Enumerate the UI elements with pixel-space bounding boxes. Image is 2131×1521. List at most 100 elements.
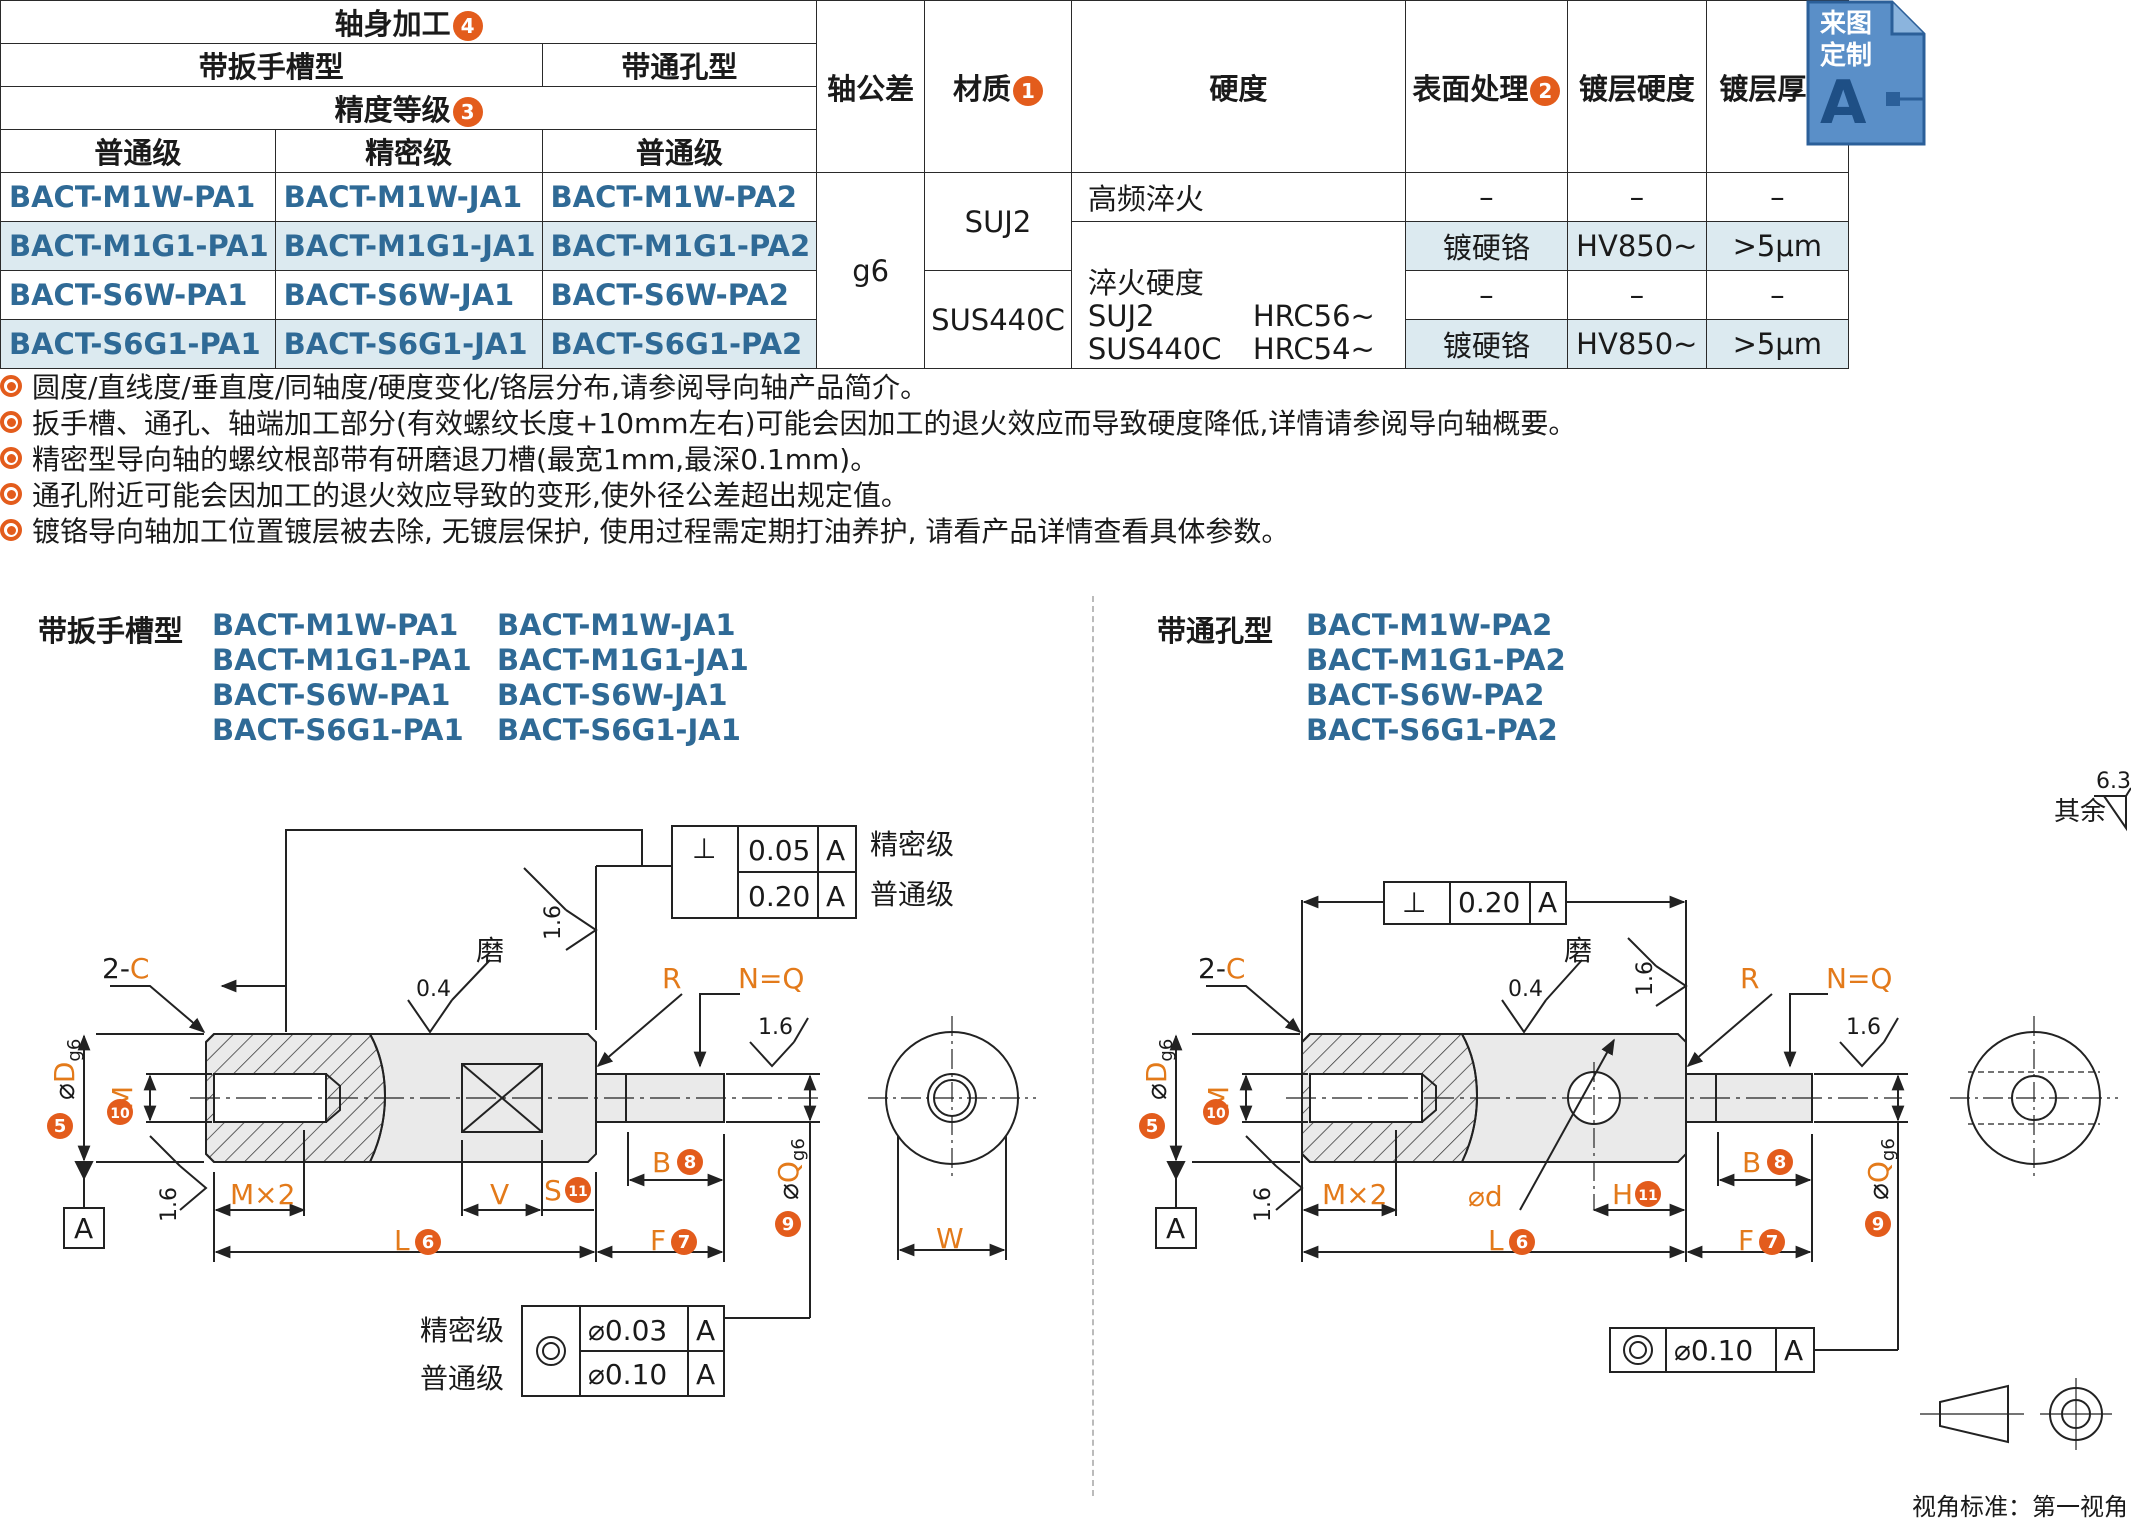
surface-cell: – (1404, 172, 1568, 222)
note-item: 精密型导向轴的螺纹根部带有研磨退刀槽(最宽1mm,最深0.1mm)。 (0, 438, 878, 478)
badge-8-left: 8 (677, 1149, 703, 1175)
left-shaft-drawing (63, 825, 1036, 1397)
svg-text:7: 7 (1766, 1232, 1779, 1253)
grade-precise-label-2: 精密级 (420, 1314, 504, 1347)
svg-text:10: 10 (1206, 1106, 1226, 1122)
custom-order-letter: A (1820, 68, 1867, 138)
rough-16-right: 1.6 (1846, 1015, 1881, 1040)
svg-text:6: 6 (1516, 1232, 1529, 1253)
badge-5-right: 5 (1139, 1113, 1165, 1139)
perp-value-normal: 0.20 (748, 880, 810, 913)
b-label-left: B (652, 1146, 671, 1179)
list-item: BACT-S6G1-PA2 (1306, 713, 1558, 747)
list-item: BACT-S6W-PA1 (212, 678, 451, 712)
bullet-icon (0, 483, 22, 505)
note-item: 扳手槽、通孔、轴端加工部分(有效螺纹长度+10mm左右)可能会因加工的退火效应而… (0, 402, 1576, 442)
d-dim-label-right: ⌀Dg6 (1140, 1039, 1177, 1100)
datum-ref: A (1784, 1334, 1803, 1367)
bullet-icon (0, 519, 22, 541)
wrench-list-col2: BACT-M1W-JA1 BACT-M1G1-JA1 BACT-S6W-JA1 … (497, 608, 749, 748)
d-label: ⌀d (1468, 1180, 1503, 1213)
svg-text:6: 6 (422, 1232, 435, 1253)
badge-11-left: 11 (565, 1177, 591, 1203)
svg-text:7: 7 (678, 1232, 691, 1253)
grade-normal-label: 普通级 (870, 878, 954, 911)
code-cell: BACT-S6W-PA1 (0, 270, 276, 320)
rough-04-right: 0.4 (1508, 977, 1543, 1002)
nq-label-right: N=Q (1826, 962, 1892, 995)
plate-thickness-cell: – (1705, 270, 1849, 320)
h-label: H (1612, 1178, 1633, 1211)
material-cell: SUJ2 (924, 172, 1072, 271)
table-row: BACT-M1W-PA1 BACT-M1W-JA1 BACT-M1W-PA2 g… (0, 172, 1849, 369)
s-label: S (544, 1174, 562, 1207)
badge-3: 3 (452, 97, 483, 127)
note-item: 圆度/直线度/垂直度/同轴度/硬度变化/铬层分布,请参阅导向轴产品简介。 (0, 366, 928, 406)
badge-9-right: 9 (1865, 1211, 1891, 1237)
v-label: V (490, 1178, 509, 1211)
datum-a-right: A (1166, 1212, 1185, 1245)
bullet-icon (0, 375, 22, 397)
grind-label-left: 磨 (476, 934, 504, 967)
badge-4: 4 (452, 11, 483, 41)
datum-ref: A (826, 880, 845, 913)
conc-value-normal: ⌀0.10 (588, 1358, 667, 1391)
surface-cell: 镀硬铬 (1404, 319, 1568, 369)
r-label-right: R (1740, 962, 1759, 995)
custom-order-text: 来图定制 (1820, 9, 1873, 71)
badge-2: 2 (1530, 75, 1561, 106)
plate-hardness-cell: HV850~ (1566, 319, 1707, 369)
grade-precise-label: 精密级 (870, 828, 954, 861)
list-item: BACT-M1G1-JA1 (497, 643, 749, 677)
badge-10-left: 10 (107, 1099, 133, 1125)
badge-6-left: 6 (415, 1229, 441, 1255)
hdr-plate-hardness: 镀层硬度 (1566, 0, 1707, 173)
datum-a-left: A (74, 1212, 93, 1245)
conc-value-right: ⌀0.10 (1674, 1334, 1753, 1367)
perp-value-right: 0.20 (1458, 886, 1520, 919)
other-rough-label: 其余 (2054, 797, 2106, 827)
view-standard: 视角标准：第一视角 (1912, 1493, 2128, 1521)
table-row: BACT-M1G1-PA1 BACT-M1G1-JA1 BACT-M1G1-PA… (0, 221, 1849, 369)
list-item: BACT-S6W-JA1 (497, 678, 728, 712)
material-cell: SUS440C (924, 270, 1072, 369)
plate-thickness-cell: – (1705, 172, 1849, 222)
l-label-right: L (1488, 1224, 1504, 1257)
list-item: BACT-M1G1-PA2 (1306, 643, 1566, 677)
nq-label-left: N=Q (738, 962, 804, 995)
badge-11-right: 11 (1635, 1181, 1661, 1207)
r-label-left: R (662, 962, 681, 995)
tolerance-cell: g6 (816, 172, 926, 369)
custom-order-tag[interactable]: 来图定制 A (1806, 0, 1926, 146)
l-label-left: L (394, 1224, 410, 1257)
hdr-normal-1: 普通级 (0, 129, 276, 173)
datum-ref: A (696, 1314, 715, 1347)
rough-04-left: 0.4 (416, 977, 451, 1002)
svg-text:8: 8 (684, 1152, 697, 1173)
hdr-wrench: 带扳手槽型 (0, 43, 543, 87)
list-item: BACT-S6W-PA2 (1306, 678, 1545, 712)
list-item: BACT-S6G1-PA1 (212, 713, 464, 747)
grade-normal-label-2: 普通级 (420, 1362, 504, 1395)
wrench-list-col1: BACT-M1W-PA1 BACT-M1G1-PA1 BACT-S6W-PA1 … (212, 608, 472, 748)
badge-7-left: 7 (671, 1229, 697, 1255)
plate-hardness-cell: – (1566, 172, 1707, 222)
plate-hardness-cell: – (1566, 270, 1707, 320)
badge-1: 1 (1013, 75, 1043, 106)
svg-text:11: 11 (1638, 1188, 1657, 1204)
note-item: 镀铬导向轴加工位置镀层被去除, 无镀层保护, 使用过程需定期打油养护, 请看产品… (0, 510, 1289, 550)
badge-8-right: 8 (1767, 1149, 1793, 1175)
w-label: W (936, 1222, 964, 1255)
mx2-label-left: M×2 (230, 1178, 295, 1211)
svg-text:9: 9 (1872, 1214, 1885, 1235)
bullet-icon (0, 447, 22, 469)
q-dim-label-left: ⌀Qg6 (772, 1138, 809, 1200)
svg-text:5: 5 (54, 1116, 67, 1137)
badge-9-left: 9 (775, 1211, 801, 1237)
section-divider (1092, 596, 1094, 1496)
